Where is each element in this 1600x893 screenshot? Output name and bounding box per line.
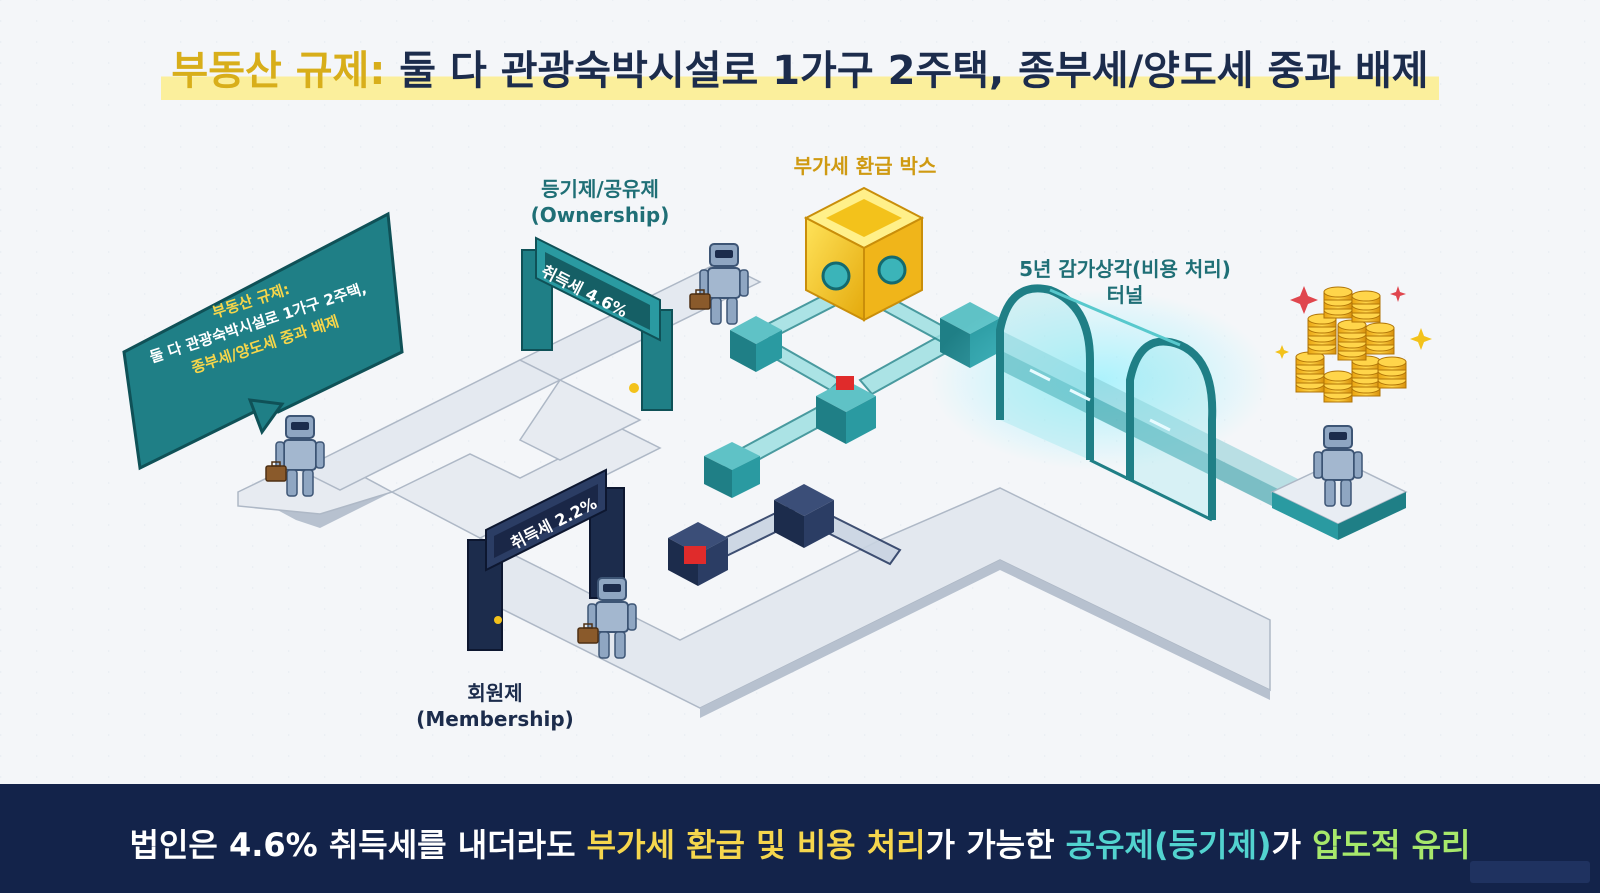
tunnel-label-line-1: 5년 감가상각(비용 처리) (1019, 257, 1231, 281)
ownership-label-en: (Ownership) (530, 203, 670, 227)
cube-icon (774, 484, 834, 548)
membership-label-en: (Membership) (416, 707, 574, 731)
walkway-mid (518, 379, 642, 461)
ownership-label: 등기제/공유제 (Ownership) (510, 176, 690, 228)
conclusion-part-2: 부가세 환급 및 비용 처리 (586, 826, 926, 864)
membership-label: 회원제 (Membership) (410, 680, 580, 732)
vat-box-label: 부가세 환급 박스 (793, 154, 937, 178)
title-main: 둘 다 관광숙박시설로 1가구 2주택, 종부세/양도세 중과 배제 (399, 48, 1429, 94)
robot-icon (689, 243, 749, 325)
vat-refund-box (803, 186, 925, 322)
watermark-chip (1470, 861, 1590, 883)
robot-icon (577, 577, 637, 659)
conclusion-part-5: 가 (1271, 826, 1313, 864)
tunnel-label: 5년 감가상각(비용 처리) 터널 (1000, 256, 1250, 308)
depreciation-tunnel (930, 284, 1300, 522)
robot-icon (265, 415, 325, 497)
sparkle-icon (1275, 286, 1432, 359)
cube-icon (668, 522, 728, 586)
walkway-front-edge (700, 560, 1270, 718)
briefcase-icon (577, 623, 599, 644)
robot-icon (1313, 425, 1363, 507)
coin-stack-icon (1295, 286, 1407, 403)
conclusion-part-6: 압도적 유리 (1312, 826, 1471, 864)
robot-group (265, 243, 1363, 659)
conclusion-part-3: 가 가능한 (925, 826, 1066, 864)
cube-icon (816, 376, 876, 444)
speech-bubble (122, 211, 404, 471)
conclusion-text: 법인은 4.6% 취득세를 내더라도 부가세 환급 및 비용 처리가 가능한 공… (0, 820, 1600, 866)
cube-icon (704, 442, 760, 498)
ownership-label-ko: 등기제/공유제 (541, 177, 659, 201)
conclusion-banner: 법인은 4.6% 취득세를 내더라도 부가세 환급 및 비용 처리가 가능한 공… (0, 784, 1600, 893)
tunnel-label-line-2: 터널 (1106, 283, 1144, 307)
conclusion-part-4: 공유제(등기제) (1065, 826, 1272, 864)
briefcase-icon (265, 461, 287, 482)
briefcase-icon (689, 289, 711, 310)
cube-icon (730, 316, 782, 372)
page-title: 부동산 규제: 둘 다 관광숙박시설로 1가구 2주택, 종부세/양도세 중과 … (0, 38, 1600, 100)
membership-label-ko: 회원제 (467, 681, 523, 705)
ownership-gate (521, 236, 673, 411)
conclusion-part-1: 법인은 4.6% 취득세를 내더라도 (129, 826, 587, 864)
title-prefix: 부동산 규제: (171, 48, 386, 94)
